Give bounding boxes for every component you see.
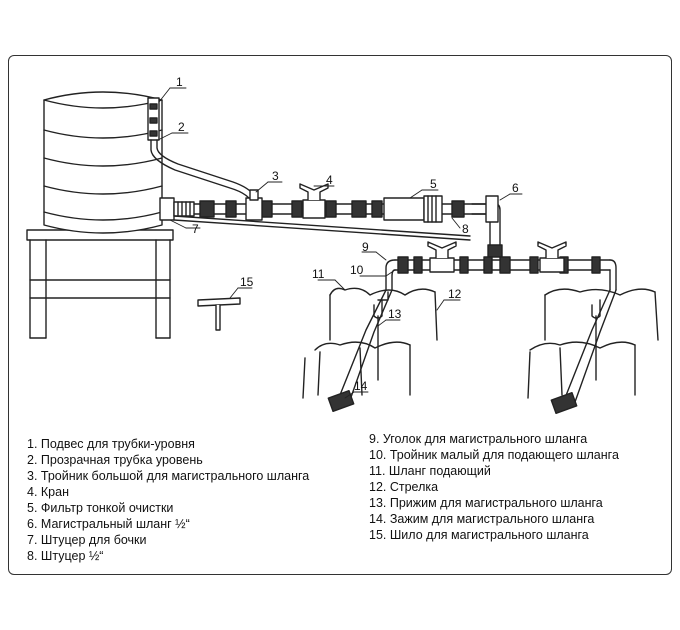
legend-item: 15. Шило для магистрального шланга	[369, 528, 589, 542]
callout-12: 12	[448, 287, 462, 301]
legend-item: 11. Шланг подающий	[369, 464, 491, 478]
legend-item: 4. Кран	[27, 485, 69, 499]
legend-item: 3. Тройник большой для магистрального шл…	[27, 469, 310, 483]
callout-11: 11	[312, 267, 325, 281]
callout-6: 6	[512, 181, 519, 195]
callout-8: 8	[462, 222, 469, 236]
callout-4: 4	[326, 173, 333, 187]
legend-item: 9. Уголок для магистрального шланга	[369, 432, 588, 446]
right-spike-assembly	[527, 288, 659, 415]
legend-item: 2. Прозрачная трубка уровень	[27, 453, 203, 467]
legend-item: 1. Подвес для трубки-уровня	[27, 437, 195, 451]
barrel-stand	[26, 229, 174, 339]
callout-3: 3	[272, 169, 279, 183]
left-spike-assembly	[302, 287, 438, 413]
legend-right: 9. Уголок для магистрального шланга 10. …	[369, 431, 619, 543]
legend-item: 6. Магистральный шланг ½“	[27, 517, 190, 531]
legend-item: 5. Фильтр тонкой очистки	[27, 501, 174, 515]
callout-1: 1	[176, 75, 183, 89]
legend-item: 14. Зажим для магистрального шланга	[369, 512, 595, 526]
callout-15: 15	[240, 275, 254, 289]
callout-5: 5	[430, 177, 437, 191]
legend-item: 10. Тройник малый для подающего шланга	[369, 448, 619, 462]
barrel	[43, 91, 163, 234]
legend-item: 13. Прижим для магистрального шланга	[369, 496, 603, 510]
awl	[197, 297, 241, 331]
distribution-hose	[385, 241, 617, 291]
legend-item: 7. Штуцер для бочки	[27, 533, 147, 547]
callout-14: 14	[354, 379, 368, 393]
diagram-frame	[8, 55, 672, 575]
transparent-level-tube	[150, 139, 260, 206]
legend-left: 1. Подвес для трубки-уровня 2. Прозрачна…	[27, 436, 309, 564]
legend-item: 8. Штуцер ½“	[27, 549, 104, 563]
callout-leaders	[157, 87, 523, 399]
level-tube-hanger	[147, 97, 160, 141]
callout-2: 2	[178, 120, 185, 134]
callout-9: 9	[362, 240, 369, 254]
main-hose	[159, 183, 501, 251]
callout-7: 7	[192, 222, 199, 236]
callout-labels: 1 2 3 4 5 6 7 8 9 10 11 12 13 14 15	[176, 75, 519, 393]
callout-10: 10	[350, 263, 364, 277]
legend-item: 12. Стрелка	[369, 480, 439, 494]
callout-13: 13	[388, 307, 402, 321]
